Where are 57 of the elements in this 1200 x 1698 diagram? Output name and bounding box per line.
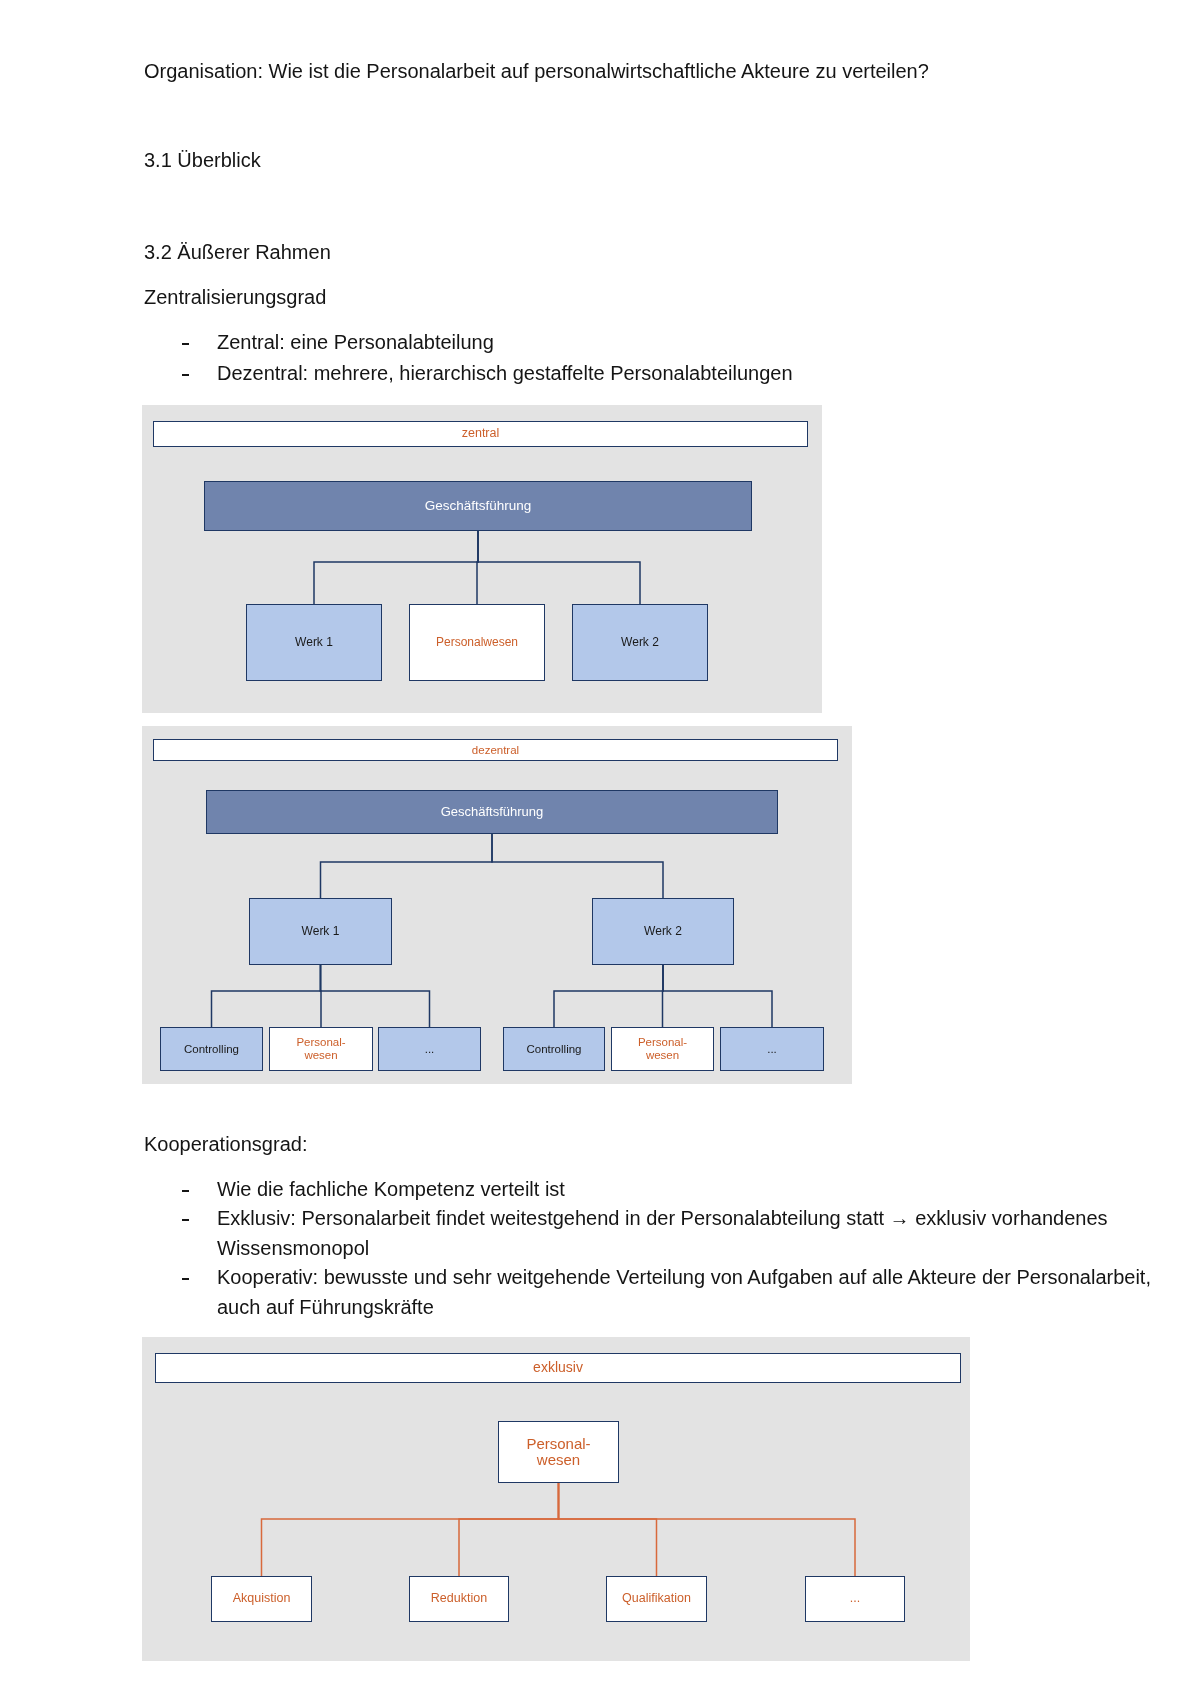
unit-name: Personal- wesen [525, 1435, 592, 1469]
unit-name: Werk 2 [644, 924, 682, 939]
unit-name: Werk 1 [301, 924, 340, 939]
org-chart-box [160, 1027, 263, 1071]
connector-line [557, 1482, 856, 1577]
org-chart-box [409, 1576, 509, 1622]
bullet-text: Zentral: eine Personalabteilung [217, 330, 494, 356]
unit-name: ... [849, 1592, 861, 1606]
header-banner [155, 1353, 961, 1383]
unit-name: Geschäftsführung [424, 498, 532, 514]
unit-name: Personalwesen [435, 635, 519, 650]
unit-name: Werk 2 [621, 635, 659, 650]
bullet-text: Dezentral: mehrere, hierarchisch gestaffelte Personalabteilungen [217, 361, 793, 387]
org-chart-box [720, 1027, 824, 1071]
org-chart-box [409, 604, 545, 681]
section-heading: 3.1 Überblick [144, 148, 261, 174]
org-chart-box [592, 898, 734, 965]
unit-name: Werk 1 [295, 635, 333, 650]
org-chart-box [503, 1027, 605, 1071]
connector-line [662, 964, 773, 1028]
unit-name: Personal- wesen [636, 1036, 689, 1062]
banner-heading: zentral [461, 427, 500, 441]
subsection-heading: Zentralisierungsgrad [144, 285, 327, 311]
org-chart-box [572, 604, 708, 681]
banner-heading: exklusiv [533, 1360, 583, 1376]
org-chart-box [206, 790, 778, 834]
unit-name: Qualifikation [622, 1592, 691, 1606]
org-chart-box [498, 1421, 619, 1483]
org-chart-box [805, 1576, 905, 1622]
bullet-text: Kooperativ: bewusste und sehr weitgehende Verteilung von Aufgaben auf alle Akteure der Personalarbeit, auch auf Führungskräfte [217, 1265, 1152, 1320]
connector-line [491, 833, 664, 899]
org-chart-box [269, 1027, 373, 1071]
unit-name: Akquistion [232, 1592, 291, 1606]
unit-name: Geschäftsführung [440, 804, 544, 820]
subsection-heading: Kooperationsgrad: [144, 1132, 308, 1158]
bullet-text: Exklusiv: Personalarbeit findet weitestgehend in der Personalabteilung statt → exklusiv vorhandenes Wissensmonopol [217, 1206, 1109, 1261]
unit-name: Personal- wesen [295, 1036, 347, 1062]
header-banner [153, 421, 808, 447]
unit-name: Controlling [526, 1042, 582, 1056]
org-chart-box [249, 898, 392, 965]
header-banner [153, 739, 838, 761]
page-title: Organisation: Wie ist die Personalarbeit auf personalwirtschaftliche Akteure zu verteilen? [144, 58, 929, 84]
connector-line [319, 964, 431, 1028]
org-chart-box [204, 481, 752, 531]
org-chart-box [606, 1576, 707, 1622]
connector-line [477, 530, 641, 605]
org-chart-box [611, 1027, 714, 1071]
bullet-text: Wie die fachliche Kompetenz verteilt ist [217, 1177, 565, 1203]
org-chart-box [211, 1576, 312, 1622]
unit-name: ... [424, 1042, 435, 1056]
org-chart-box [378, 1027, 481, 1071]
unit-name: Controlling [184, 1042, 239, 1056]
banner-heading: dezentral [471, 743, 520, 757]
section-heading: 3.2 Äußerer Rahmen [144, 240, 331, 266]
unit-name: ... [767, 1042, 777, 1056]
org-chart-box [246, 604, 382, 681]
unit-name: Reduktion [430, 1592, 488, 1606]
